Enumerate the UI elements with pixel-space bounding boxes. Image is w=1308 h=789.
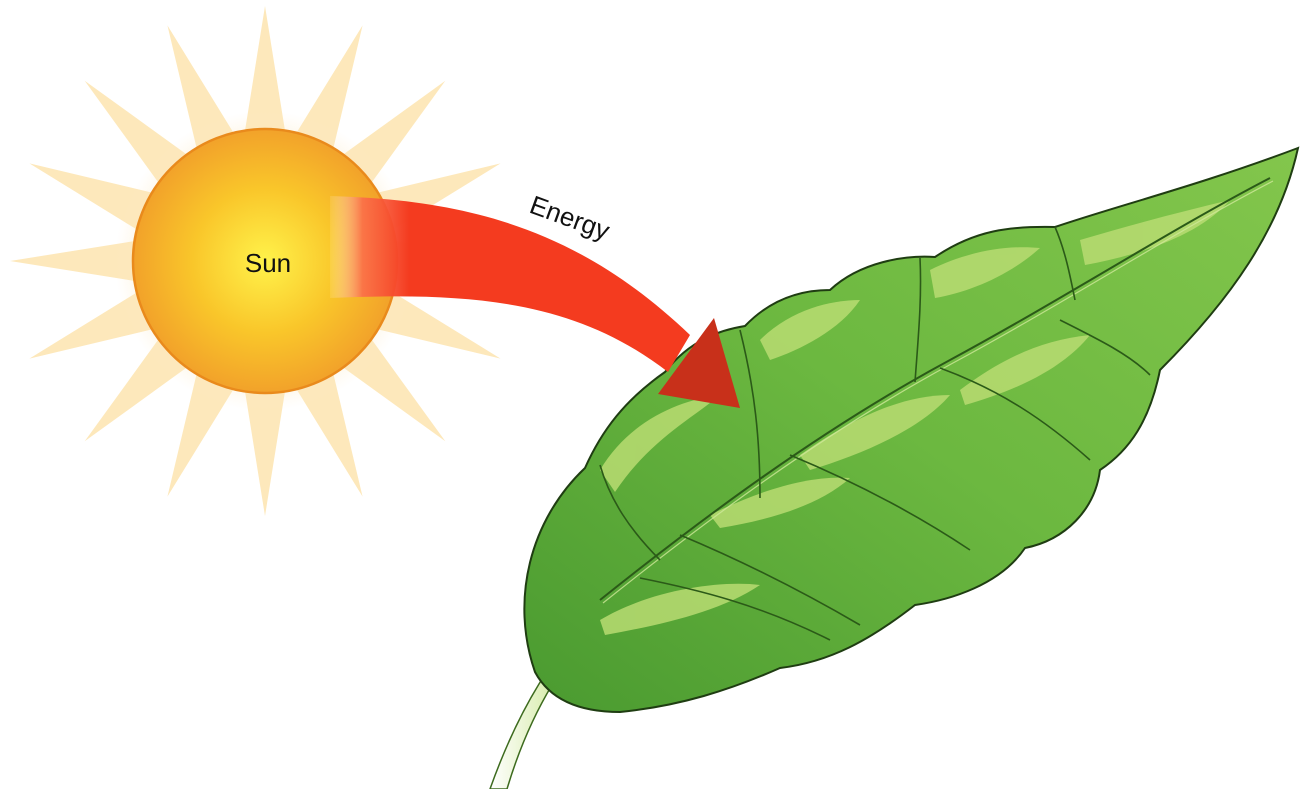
sun-label: Sun <box>245 248 291 278</box>
leaf <box>490 148 1298 789</box>
